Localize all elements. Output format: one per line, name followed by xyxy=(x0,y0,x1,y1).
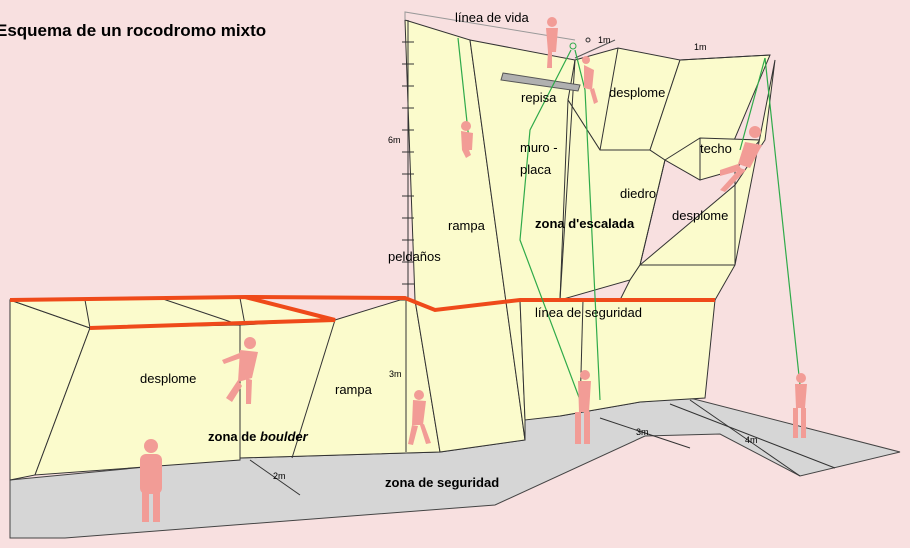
person-belayer-left xyxy=(140,439,162,522)
label-zona-boulder: zona de boulder xyxy=(208,429,309,444)
label-3m-floor: 3m xyxy=(636,427,649,437)
label-zona-seguridad: zona de seguridad xyxy=(385,475,499,490)
roof-divider-1 xyxy=(84,299,91,329)
roof-divider-2 xyxy=(159,297,241,326)
repisa-ledge xyxy=(500,72,581,92)
label-zona-escalada: zona d'escalada xyxy=(535,216,635,231)
label-desplome-right: desplome xyxy=(672,208,728,223)
diagram-title: Esquema de un rocodromo mixto xyxy=(0,21,266,40)
label-linea-de-vida: línea de vida xyxy=(455,10,529,25)
label-repisa: repisa xyxy=(521,90,557,105)
label-4m: 4m xyxy=(745,435,758,445)
rope-1 xyxy=(457,37,471,151)
label-muro: muro - xyxy=(520,140,558,155)
floor-line-4m xyxy=(669,403,836,469)
label-1m-top: 1m xyxy=(598,35,611,45)
scale-ticks xyxy=(402,41,414,285)
label-desplome-left: desplome xyxy=(140,371,196,386)
label-zona-de: zona de xyxy=(208,429,256,444)
label-peldanos: peldaños xyxy=(388,249,441,264)
person-belayer-center xyxy=(575,370,591,444)
label-2m: 2m xyxy=(273,471,286,481)
person-wall-climber-high xyxy=(461,121,473,158)
label-placa: placa xyxy=(520,162,552,177)
label-boulder: boulder xyxy=(260,429,309,444)
person-life-line xyxy=(546,17,558,68)
divider-b xyxy=(599,47,619,151)
rope-5 xyxy=(764,57,801,386)
anchor-bar xyxy=(574,39,616,59)
boulder-edge xyxy=(291,319,336,459)
label-rampa-high: rampa xyxy=(448,218,486,233)
label-techo: techo xyxy=(700,141,732,156)
label-desplome-top: desplome xyxy=(609,85,665,100)
divider-a xyxy=(559,59,576,301)
rope-4 xyxy=(739,57,766,151)
label-6m: 6m xyxy=(388,135,401,145)
safety-line-red xyxy=(9,294,336,330)
safety-line-red-2 xyxy=(244,295,715,313)
person-rampa-climber xyxy=(408,390,431,445)
anchor-ring-1 xyxy=(569,42,577,50)
person-desplome-climber xyxy=(582,56,598,104)
label-diedro: diedro xyxy=(620,186,656,201)
roof-divider-3 xyxy=(239,297,246,326)
floor-line-3m xyxy=(599,417,691,449)
divider-c xyxy=(639,159,666,266)
person-boulder-climber xyxy=(222,337,258,404)
floor-line-2m xyxy=(249,459,301,496)
wall-rampa-high xyxy=(404,19,526,453)
life-line xyxy=(404,11,576,41)
anchor-ring-2 xyxy=(585,37,591,43)
label-3m-wall: 3m xyxy=(389,369,402,379)
rope-3 xyxy=(574,49,601,401)
label-rampa-low: rampa xyxy=(335,382,373,397)
divider-f xyxy=(679,54,771,61)
label-1m-right: 1m xyxy=(694,42,707,52)
rope-2 xyxy=(519,49,581,401)
person-belayer-right xyxy=(793,373,807,438)
label-linea-seguridad: línea de seguridad xyxy=(535,305,642,320)
person-techo-climber xyxy=(720,126,762,192)
floor-edge-line xyxy=(689,399,801,477)
